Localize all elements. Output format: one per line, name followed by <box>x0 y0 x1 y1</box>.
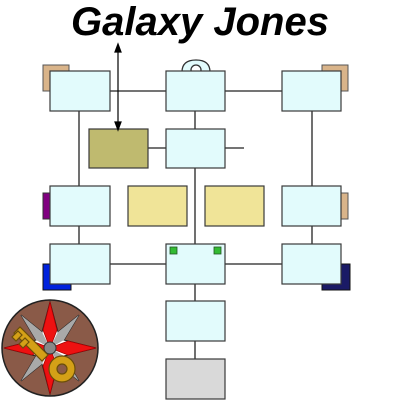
game-title: Galaxy Jones <box>71 0 329 44</box>
room-yellow-right[interactable] <box>204 185 265 227</box>
room-sw[interactable] <box>49 243 111 285</box>
room-ne[interactable] <box>281 70 342 112</box>
room-east[interactable] <box>281 185 342 227</box>
room-center-north[interactable] <box>165 128 226 169</box>
room-north[interactable] <box>165 70 226 112</box>
compass-rose-icon <box>1 299 99 397</box>
room-special[interactable] <box>88 128 149 169</box>
room-yellow-left[interactable] <box>127 185 188 227</box>
double-arrow-icon <box>114 42 122 132</box>
green-item-right <box>213 246 222 255</box>
room-south[interactable] <box>165 300 226 342</box>
key-icon[interactable] <box>11 326 76 383</box>
corridors <box>78 90 313 359</box>
room-west[interactable] <box>49 185 111 227</box>
green-item-left <box>169 246 178 255</box>
room-nw[interactable] <box>49 70 111 112</box>
room-se[interactable] <box>281 243 342 285</box>
rooms[interactable] <box>49 70 342 400</box>
room-exit[interactable] <box>165 358 226 400</box>
